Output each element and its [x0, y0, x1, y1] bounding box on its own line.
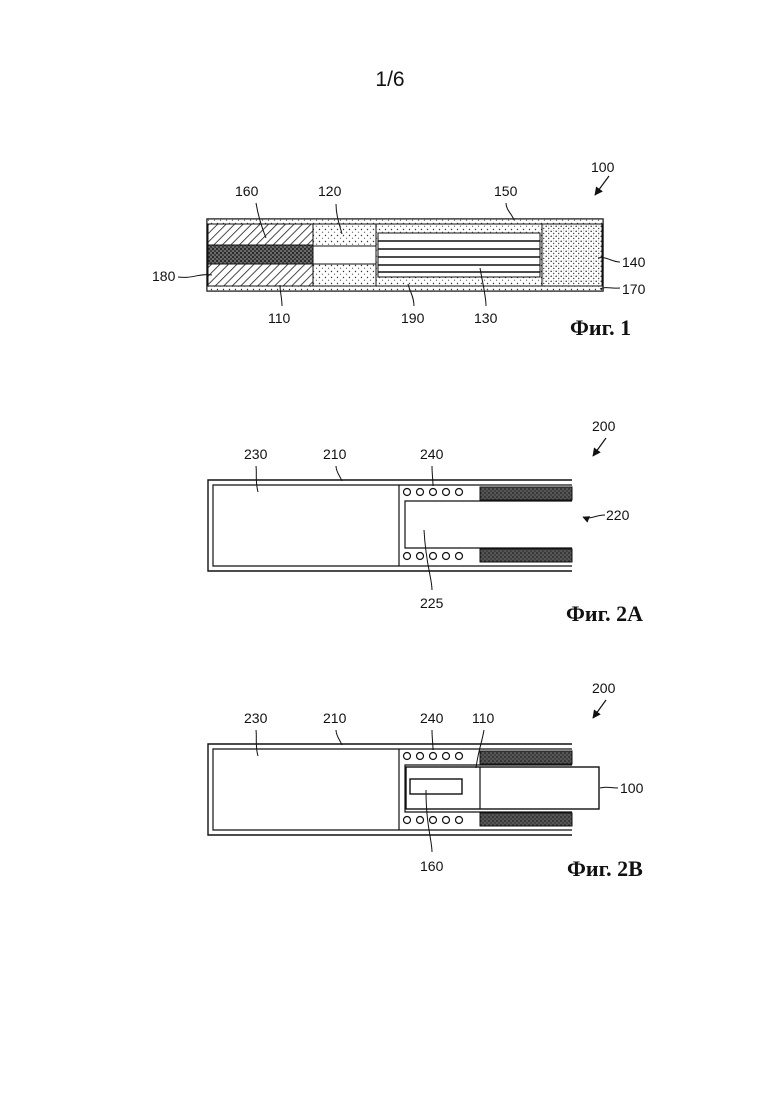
ref-label-210: 210 — [323, 710, 347, 726]
coil-turn — [417, 553, 424, 560]
coil-turn — [430, 817, 437, 824]
coil-turn — [417, 817, 424, 824]
coil-turn — [456, 553, 463, 560]
figure-2b-caption: Фиг. 2В — [567, 856, 643, 882]
ref-label-110: 110 — [268, 310, 291, 326]
wrapper-top-layer — [207, 219, 603, 224]
coil-turn — [430, 753, 437, 760]
ref-label-150: 150 — [494, 183, 518, 199]
leader-240 — [432, 466, 433, 486]
leader-240 — [432, 730, 433, 750]
coil-turn — [443, 817, 450, 824]
ref-label-120: 120 — [318, 183, 342, 199]
figure-1: 100 160 120 150 140 170 180 110 190 130 — [152, 159, 646, 326]
figure-2a: 200 230 210 240 220 225 — [208, 418, 630, 611]
seal-lower — [480, 813, 572, 826]
ref-label-160: 160 — [235, 183, 259, 199]
arrow-200 — [593, 438, 606, 456]
section-130-stack — [378, 233, 540, 277]
ref-label-130: 130 — [474, 310, 498, 326]
ref-label-240: 240 — [420, 446, 444, 462]
coil-turn — [456, 817, 463, 824]
ref-label-100: 100 — [620, 780, 644, 796]
ref-label-100: 100 — [591, 159, 615, 175]
coil-turn — [456, 753, 463, 760]
coil-turn — [456, 489, 463, 496]
susceptor-160 — [410, 779, 462, 794]
section-180-core — [208, 245, 313, 264]
wrapper-bottom-layer — [207, 286, 603, 291]
coil-turn — [443, 553, 450, 560]
leader-230 — [256, 466, 258, 492]
ref-label-220: 220 — [606, 507, 630, 523]
leader-150 — [506, 203, 514, 220]
coil-turn — [443, 489, 450, 496]
coil-turn — [404, 553, 411, 560]
ref-label-200: 200 — [592, 418, 616, 434]
ref-label-140: 140 — [622, 254, 646, 270]
ref-label-200: 200 — [592, 680, 616, 696]
seal-upper — [480, 751, 572, 764]
leader-100 — [600, 787, 618, 788]
coil-turn — [430, 489, 437, 496]
ref-label-170: 170 — [622, 281, 646, 297]
seal-upper — [480, 487, 572, 500]
section-120-lower — [313, 264, 376, 286]
ref-label-160: 160 — [420, 858, 444, 874]
ref-label-210: 210 — [323, 446, 347, 462]
ref-label-230: 230 — [244, 446, 268, 462]
ref-label-225: 225 — [420, 595, 444, 611]
coil-turn — [430, 553, 437, 560]
coil-turn — [404, 753, 411, 760]
section-120-upper — [313, 224, 376, 246]
figure-1-caption: Фиг. 1 — [570, 315, 631, 341]
section-160-upper — [208, 224, 313, 245]
coil-turn — [417, 489, 424, 496]
ref-label-110: 110 — [472, 710, 495, 726]
ref-label-190: 190 — [401, 310, 425, 326]
coil-turn — [404, 817, 411, 824]
seal-lower — [480, 549, 572, 562]
arrow-220 — [583, 515, 605, 518]
coil-turn — [404, 489, 411, 496]
leader-225 — [424, 530, 432, 590]
section-120-channel — [313, 246, 376, 264]
ref-label-180: 180 — [152, 268, 176, 284]
leader-230 — [256, 730, 258, 756]
section-140-filter — [542, 224, 602, 286]
coil-turn — [443, 753, 450, 760]
cavity-225 — [405, 501, 572, 548]
ref-label-230: 230 — [244, 710, 268, 726]
figure-2b: 200 230 210 240 110 100 160 — [208, 680, 644, 874]
section-110-lower — [208, 264, 313, 286]
arrow-100 — [595, 176, 609, 195]
ref-label-240: 240 — [420, 710, 444, 726]
leader-210 — [336, 730, 342, 745]
leader-210 — [336, 466, 342, 481]
figure-2a-caption: Фиг. 2А — [566, 601, 643, 627]
arrow-200 — [593, 700, 606, 718]
coil-turn — [417, 753, 424, 760]
